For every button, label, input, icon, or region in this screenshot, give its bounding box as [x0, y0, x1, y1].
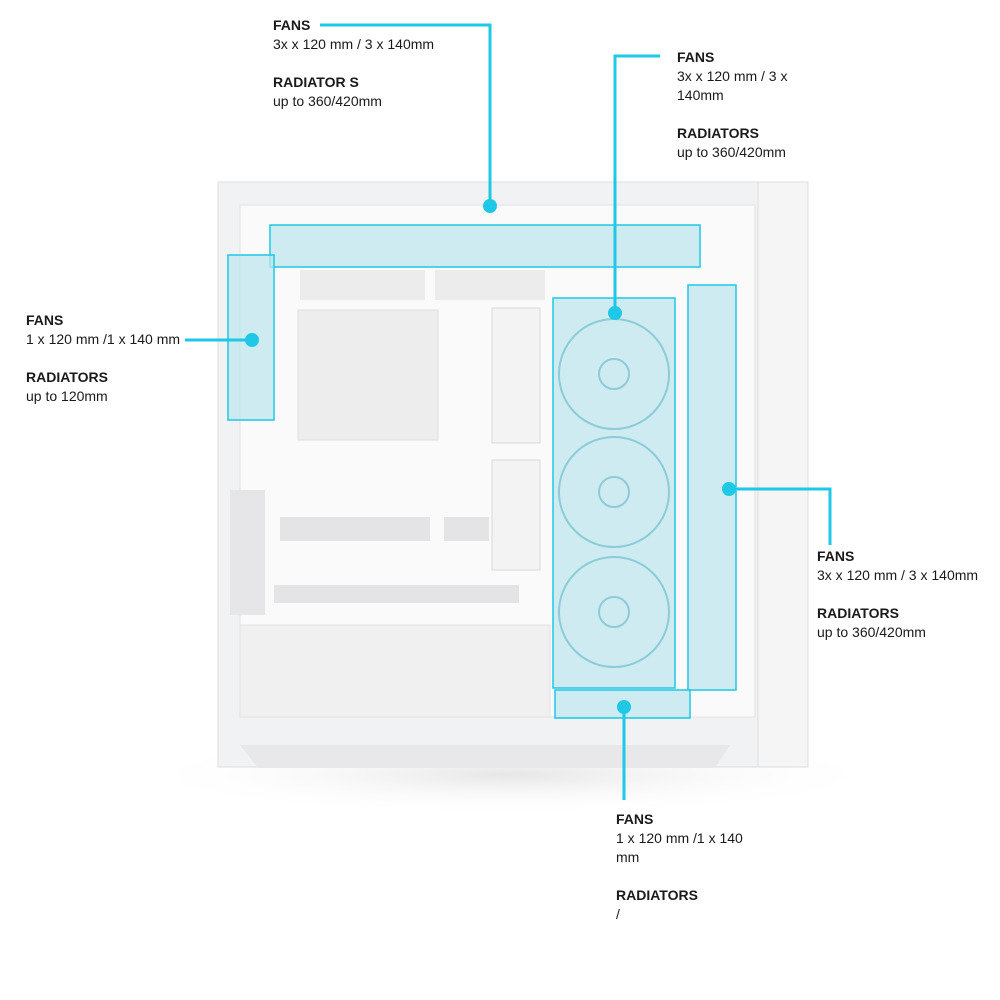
- radiators-value: up to 360/420mm: [677, 144, 786, 160]
- fans-label: FANS: [677, 49, 715, 65]
- fans-value: 1 x 120 mm /1 x 140 mm: [26, 331, 181, 347]
- callout-dots: [245, 199, 736, 714]
- fan-zones: [227, 224, 737, 719]
- callout-lines: [185, 23, 832, 800]
- radiators-label: RADIATOR S: [273, 74, 359, 90]
- radiators-label: RADIATORS: [817, 605, 899, 621]
- fans-value-cont: 140mm: [677, 87, 724, 103]
- radiators-value: up to 120mm: [26, 388, 108, 404]
- radiators-label: RADIATORS: [616, 887, 698, 903]
- radiators-value: up to 360/420mm: [817, 624, 926, 640]
- radiators-label: RADIATORS: [26, 369, 108, 385]
- callout-rear: FANS 1 x 120 mm /1 x 140 mm RADIATORS up…: [26, 311, 180, 406]
- front-fan-zone: [552, 297, 676, 689]
- radiators-value: up to 360/420mm: [273, 93, 382, 109]
- fans-label: FANS: [817, 548, 855, 564]
- callout-bottom: FANS 1 x 120 mm /1 x 140 mm RADIATORS /: [616, 810, 743, 924]
- fans-value: 3x x 120 mm / 3 x: [677, 68, 788, 84]
- callout-front: FANS 3x x 120 mm / 3 x 140mm RADIATORS u…: [677, 48, 787, 162]
- callout-top: FANS 3x x 120 mm / 3 x 140mm RADIATOR S …: [273, 16, 434, 111]
- radiators-label: RADIATORS: [677, 125, 759, 141]
- top-fan-zone: [269, 224, 701, 268]
- radiators-value: /: [616, 906, 620, 922]
- fans-label: FANS: [26, 312, 64, 328]
- fans-value: 3x x 120 mm / 3 x 140mm: [273, 36, 435, 52]
- fans-value: 3x x 120 mm / 3 x 140mm: [817, 567, 979, 583]
- fans-label: FANS: [273, 17, 311, 33]
- callout-side: FANS 3x x 120 mm / 3 x 140mm RADIATORS u…: [817, 547, 978, 642]
- fans-value-cont: mm: [616, 849, 640, 865]
- fans-value: 1 x 120 mm /1 x 140: [616, 830, 743, 846]
- fans-label: FANS: [616, 811, 654, 827]
